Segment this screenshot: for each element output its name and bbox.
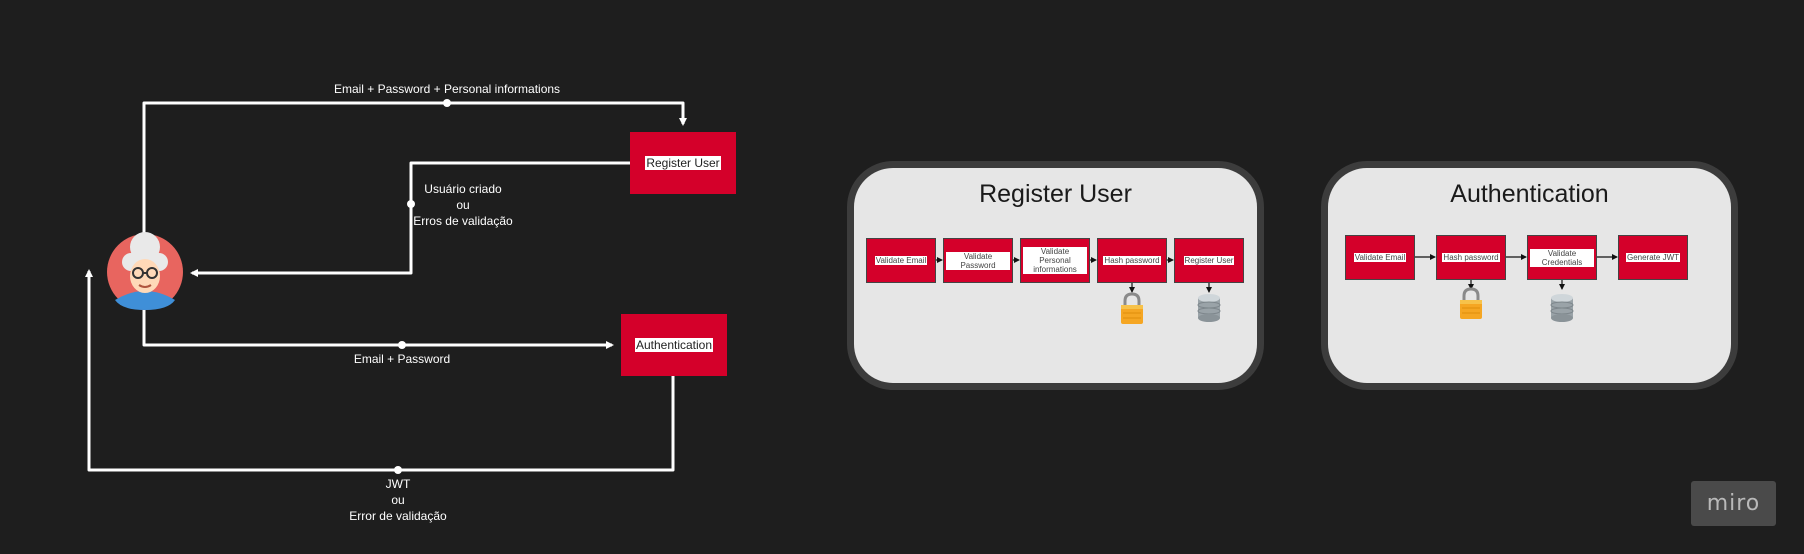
panel-title: Register User: [979, 180, 1132, 208]
step-validate-password[interactable]: Validate Password: [943, 238, 1013, 283]
step-validate-personal-informations[interactable]: Validate Personal informations: [1020, 238, 1090, 283]
step-label: Hash password: [1442, 253, 1500, 262]
edge-label-line: ou: [391, 493, 405, 507]
edge-label-line: JWT: [385, 477, 411, 491]
panel-title: Authentication: [1450, 180, 1609, 208]
step-hash-password[interactable]: Hash password: [1097, 238, 1167, 283]
step-label: Validate Email: [874, 256, 928, 265]
step-generate-jwt[interactable]: Generate JWT: [1618, 235, 1688, 280]
step-validate-credentials[interactable]: Validate Credentials: [1527, 235, 1597, 280]
database-icon: [1197, 294, 1221, 322]
edge-label-auth-response: JWT ou Error de validação: [349, 476, 446, 524]
connector-midpoint: [394, 466, 402, 474]
step-validate-email[interactable]: Validate Email: [1345, 235, 1415, 280]
edge-label-line: Erros de validação: [413, 214, 513, 228]
connector-midpoint: [443, 99, 451, 107]
connector-auth-response[interactable]: [85, 269, 675, 472]
authentication-node-label: Authentication: [634, 338, 714, 352]
connector-midpoint: [407, 200, 415, 208]
step-label: Generate JWT: [1625, 253, 1680, 262]
edge-label-line: ou: [456, 198, 470, 212]
step-label: Hash password: [1103, 256, 1161, 265]
database-icon: [1550, 294, 1574, 322]
connector-auth-request[interactable]: [142, 310, 614, 349]
miro-logo[interactable]: miro: [1691, 481, 1776, 526]
authentication-node[interactable]: Authentication: [621, 314, 727, 376]
register-user-node-label: Register User: [645, 156, 721, 170]
edge-label-line: Error de validação: [349, 509, 447, 523]
step-hash-password[interactable]: Hash password: [1436, 235, 1506, 280]
step-label: Register User: [1183, 256, 1235, 265]
step-label: Validate Credentials: [1530, 248, 1594, 267]
step-validate-email[interactable]: Validate Email: [866, 238, 936, 283]
register-user-node[interactable]: Register User: [630, 132, 736, 194]
edge-label-register-request: Email + Password + Personal informations: [333, 82, 561, 96]
lock-icon: [1460, 287, 1482, 319]
connector-register-request[interactable]: [142, 101, 687, 233]
edge-label-line: Usuário criado: [424, 182, 502, 196]
connector-midpoint: [398, 341, 406, 349]
elderly-woman-avatar-icon[interactable]: [107, 232, 183, 310]
connector-register-response[interactable]: [190, 161, 630, 277]
edge-label-register-response: Usuário criado ou Erros de validação: [413, 181, 512, 229]
step-label: Validate Personal informations: [1023, 247, 1087, 274]
edge-label-auth-request: Email + Password: [353, 352, 451, 366]
step-label: Validate Password: [946, 251, 1010, 270]
lock-icon: [1121, 292, 1143, 324]
step-register-user[interactable]: Register User: [1174, 238, 1244, 283]
step-label: Validate Email: [1353, 253, 1407, 262]
